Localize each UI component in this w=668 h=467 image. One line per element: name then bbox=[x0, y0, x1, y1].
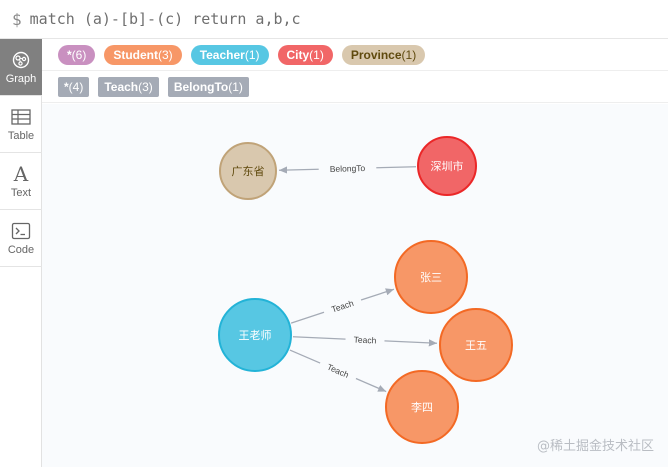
label-pill-all[interactable]: *(6) bbox=[58, 44, 96, 65]
graph-view-label: Graph bbox=[5, 73, 37, 85]
graph-view-button[interactable]: Graph bbox=[0, 39, 42, 96]
watermark: @稀土掘金技术社区 bbox=[536, 439, 654, 454]
code-view-button[interactable]: Code bbox=[0, 210, 42, 267]
relationship-arrow[interactable] bbox=[384, 339, 438, 347]
relationship-line[interactable] bbox=[292, 336, 346, 340]
graph-node-wls[interactable] bbox=[218, 298, 292, 372]
graph-node-sz[interactable] bbox=[417, 136, 477, 196]
relationship-arrow[interactable] bbox=[355, 377, 387, 393]
graph-icon bbox=[11, 49, 31, 71]
table-icon bbox=[11, 106, 31, 128]
graph-node-ls[interactable] bbox=[385, 370, 459, 444]
view-sidebar: Graph Table A Text Code bbox=[0, 39, 42, 467]
relationship-caption: Teach bbox=[353, 334, 376, 345]
relationship-caption: Teach bbox=[326, 362, 351, 380]
graph-node-gd[interactable] bbox=[219, 142, 277, 200]
relationship-arrow[interactable] bbox=[278, 166, 319, 174]
relationship-arrow[interactable] bbox=[360, 288, 395, 301]
graph-svg[interactable]: BelongToTeachTeachTeach 广东省深圳市张三王五李四王老师 bbox=[42, 104, 668, 467]
graph-node-label: 李四 bbox=[411, 400, 433, 414]
text-icon: A bbox=[13, 162, 29, 186]
label-pill-city[interactable]: City(1) bbox=[277, 44, 333, 65]
rel-tag-all[interactable]: *(4) bbox=[58, 76, 90, 97]
table-view-label: Table bbox=[7, 130, 35, 142]
query-bar[interactable]: $ match (a)-[b]-(c) return a,b,c bbox=[0, 0, 668, 39]
relationship-caption: BelongTo bbox=[330, 163, 366, 174]
query-prompt: $ bbox=[12, 9, 22, 29]
relationship-line[interactable] bbox=[290, 311, 325, 324]
relationship-caption: Teach bbox=[330, 298, 355, 315]
table-view-button[interactable]: Table bbox=[0, 96, 42, 153]
relationship-line[interactable] bbox=[289, 349, 321, 364]
rel-tag-belongto[interactable]: BelongTo(1) bbox=[167, 76, 249, 97]
graph-node-ww[interactable] bbox=[439, 308, 513, 382]
text-view-button[interactable]: A Text bbox=[0, 153, 42, 210]
label-pill-student[interactable]: Student(3) bbox=[104, 44, 182, 65]
graph-node-label: 王五 bbox=[465, 339, 487, 352]
text-view-label: Text bbox=[10, 187, 32, 199]
code-view-label: Code bbox=[7, 244, 35, 256]
label-pill-province[interactable]: Province(1) bbox=[341, 44, 426, 65]
query-text[interactable]: match (a)-[b]-(c) return a,b,c bbox=[29, 10, 301, 28]
graph-node-label: 王老师 bbox=[239, 329, 272, 342]
graph-node-label: 广东省 bbox=[232, 165, 265, 178]
node-labels-bar: *(6) Student(3) Teacher(1) City(1) Provi… bbox=[42, 39, 668, 71]
graph-node-label: 张三 bbox=[420, 271, 442, 284]
rel-tag-teach[interactable]: Teach(3) bbox=[98, 76, 159, 97]
graph-node-label: 深圳市 bbox=[431, 159, 464, 173]
relationship-types-bar: *(4) Teach(3) BelongTo(1) bbox=[42, 71, 668, 103]
relationship-line[interactable] bbox=[376, 166, 417, 169]
label-pill-teacher[interactable]: Teacher(1) bbox=[190, 44, 269, 65]
graph-node-zs[interactable] bbox=[394, 240, 468, 314]
code-icon bbox=[11, 220, 31, 242]
